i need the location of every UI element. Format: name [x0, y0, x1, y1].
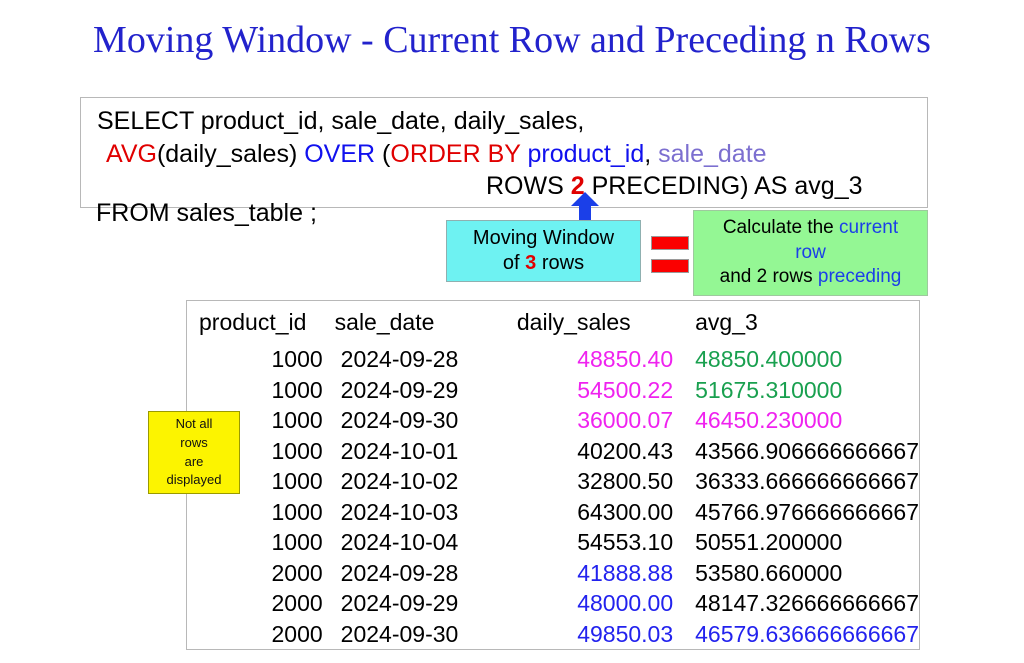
- sql-keyword-over: OVER: [304, 140, 376, 168]
- cell-product-id: 1000: [271, 468, 323, 495]
- note-line-4: displayed: [166, 472, 222, 488]
- cell-daily-sales: 54553.10: [577, 529, 674, 556]
- cell-avg-3: 46450.230000: [695, 407, 843, 434]
- cell-product-id: 2000: [271, 590, 323, 617]
- note-line-1: Not all: [175, 415, 213, 431]
- calculate-line1: Calculate the current: [723, 216, 898, 241]
- cell-sale-date: 2024-10-03: [340, 498, 459, 525]
- cell-avg-3: 46579.636666666667: [695, 620, 919, 647]
- sql-line-rows-preceding: ROWS 2 PRECEDING) AS avg_3: [486, 174, 863, 199]
- page-title: Moving Window - Current Row and Precedin…: [93, 19, 931, 61]
- note-line-2: rows: [180, 434, 208, 450]
- cell-daily-sales: 48850.40: [577, 346, 674, 372]
- cell-product-id: 2000: [271, 620, 323, 647]
- moving-window-of: of: [502, 252, 526, 274]
- equals-bar-top: [651, 236, 689, 250]
- sql-keyword-avg: AVG: [106, 140, 157, 168]
- cell-product-id: 1000: [271, 376, 323, 403]
- sql-column-product-id: product_id: [527, 140, 645, 168]
- table-row: 1000 2024-09-29 54500.22 51675.310000: [199, 375, 919, 406]
- sql-text-paren: (: [375, 140, 391, 168]
- cell-avg-3: 36333.666666666667: [695, 468, 919, 495]
- cell-avg-3: 51675.310000: [695, 376, 843, 403]
- calculate-text-part1: Calculate the: [722, 216, 840, 238]
- calculate-highlight-row: row: [795, 241, 826, 263]
- cell-product-id: 2000: [271, 559, 323, 586]
- cell-sale-date: 2024-09-29: [340, 590, 459, 617]
- cell-product-id: 1000: [271, 437, 323, 464]
- calculate-callout: Calculate the current row and 2 rows pre…: [693, 210, 928, 296]
- sql-query-box: SELECT product_id, sale_date, daily_sale…: [80, 97, 928, 208]
- column-header-product-id: product_id: [199, 309, 307, 335]
- results-table: product_id sale_date daily_sales avg_3 1…: [199, 309, 919, 649]
- calculate-line3: and 2 rows preceding: [720, 265, 902, 290]
- moving-window-callout: Moving Window of 3 rows: [446, 220, 641, 282]
- moving-window-rows: rows: [536, 252, 585, 274]
- moving-window-line2: of 3 rows: [503, 251, 584, 276]
- not-all-rows-note: Not all rows are displayed: [148, 411, 240, 494]
- note-line-3: are: [184, 453, 204, 469]
- calculate-highlight-preceding: preceding: [817, 266, 902, 288]
- sql-line-avg-over: AVG(daily_sales) OVER (ORDER BY product_…: [106, 142, 767, 167]
- table-row: 2000 2024-09-29 48000.00 48147.326666666667: [199, 588, 919, 619]
- cell-daily-sales: 36000.07: [577, 407, 674, 434]
- equals-bar-bottom: [651, 259, 689, 273]
- sql-keyword-rows: ROWS: [486, 172, 571, 200]
- moving-window-line1: Moving Window: [472, 227, 615, 249]
- moving-window-count: 3: [525, 252, 537, 274]
- table-row: 1000 2024-10-01 40200.43 43566.906666666667: [199, 436, 919, 467]
- table-row: 1000 2024-09-30 36000.07 46450.230000: [199, 405, 919, 436]
- table-row: 1000 2024-09-28 48850.40 48850.400000: [199, 344, 919, 375]
- cell-sale-date: 2024-10-04: [340, 529, 459, 556]
- column-header-daily-sales: daily_sales: [516, 309, 631, 335]
- cell-sale-date: 2024-09-28: [340, 346, 459, 372]
- cell-sale-date: 2024-09-30: [340, 407, 459, 434]
- cell-daily-sales: 32800.50: [577, 468, 674, 495]
- cell-sale-date: 2024-09-29: [340, 376, 459, 403]
- sql-text-daily-sales: (daily_sales): [156, 140, 305, 168]
- sql-preceding-count: 2: [570, 172, 585, 200]
- cell-daily-sales: 64300.00: [577, 498, 674, 525]
- sql-line-from: FROM sales_table ;: [96, 199, 317, 227]
- table-row: 2000 2024-09-30 49850.03 46579.636666666667: [199, 619, 919, 650]
- calculate-highlight-current: current: [839, 216, 899, 238]
- table-row: 1000 2024-10-03 64300.00 45766.976666666667: [199, 497, 919, 528]
- equals-sign-icon: [651, 236, 689, 276]
- cell-avg-3: 50551.200000: [695, 529, 843, 556]
- column-header-avg-3: avg_3: [695, 309, 758, 335]
- sql-column-sale-date: sale_date: [658, 140, 767, 168]
- cell-daily-sales: 54500.22: [577, 376, 674, 403]
- cell-sale-date: 2024-10-02: [340, 468, 459, 495]
- calculate-text-part2: and 2 rows: [719, 266, 818, 288]
- results-table-box: product_id sale_date daily_sales avg_3 1…: [186, 300, 920, 650]
- sql-line-select: SELECT product_id, sale_date, daily_sale…: [97, 107, 585, 135]
- sql-text-preceding-tail: PRECEDING) AS avg_3: [584, 172, 863, 200]
- sql-comma: ,: [644, 140, 659, 168]
- cell-avg-3: 48147.326666666667: [695, 590, 919, 617]
- cell-product-id: 1000: [271, 498, 323, 525]
- sql-keyword-order-by: ORDER BY: [390, 140, 521, 168]
- cell-daily-sales: 48000.00: [577, 590, 674, 617]
- cell-product-id: 1000: [271, 529, 323, 556]
- column-header-sale-date: sale_date: [334, 309, 435, 335]
- cell-avg-3: 45766.976666666667: [695, 498, 919, 525]
- table-row: 1000 2024-10-02 32800.50 36333.666666666667: [199, 466, 919, 497]
- up-arrow-icon: [570, 192, 600, 224]
- table-header-row: product_id sale_date daily_sales avg_3: [199, 309, 919, 344]
- cell-product-id: 1000: [271, 346, 323, 372]
- table-row: 2000 2024-09-28 41888.88 53580.660000: [199, 558, 919, 589]
- table-row: 1000 2024-10-04 54553.10 50551.200000: [199, 527, 919, 558]
- cell-daily-sales: 49850.03: [577, 620, 674, 647]
- cell-sale-date: 2024-09-28: [340, 559, 459, 586]
- cell-sale-date: 2024-10-01: [340, 437, 459, 464]
- cell-sale-date: 2024-09-30: [340, 620, 459, 647]
- cell-daily-sales: 40200.43: [577, 437, 674, 464]
- cell-daily-sales: 41888.88: [577, 559, 674, 586]
- cell-avg-3: 53580.660000: [695, 559, 843, 586]
- cell-avg-3: 48850.400000: [695, 346, 843, 372]
- cell-avg-3: 43566.906666666667: [695, 437, 919, 464]
- cell-product-id: 1000: [271, 407, 323, 434]
